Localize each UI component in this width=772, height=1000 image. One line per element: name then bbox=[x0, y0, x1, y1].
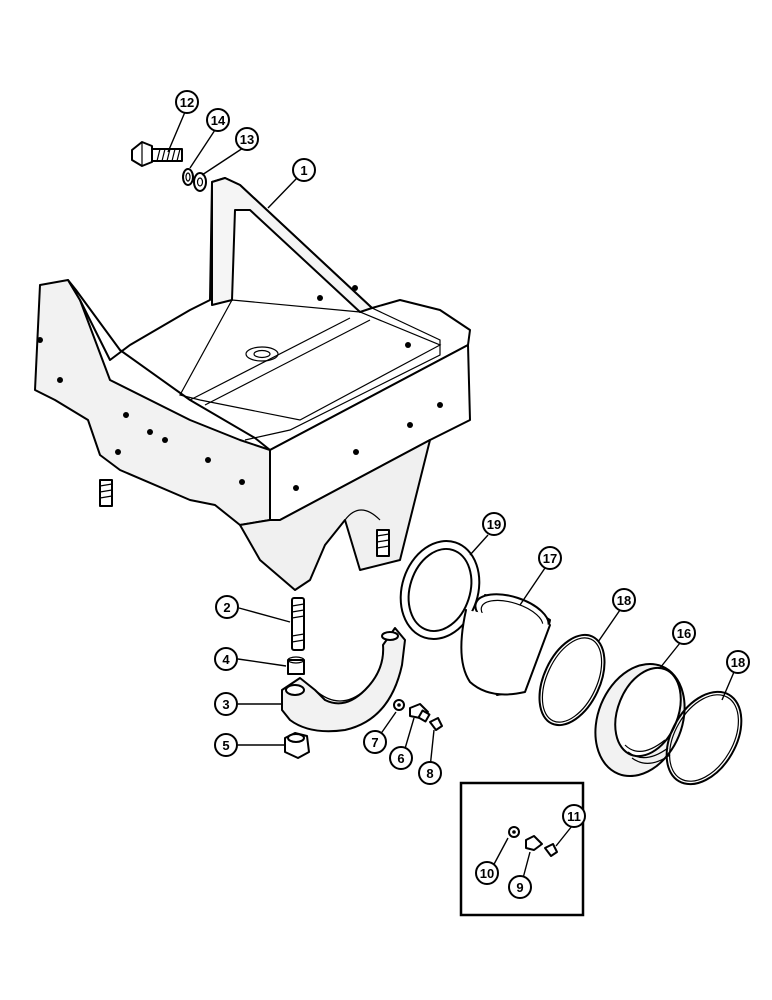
callout-18-second: 18 bbox=[726, 650, 750, 674]
callout-4: 4 bbox=[214, 647, 238, 671]
svg-text:12: 12 bbox=[180, 95, 194, 110]
callout-14: 14 bbox=[206, 108, 230, 132]
svg-text:10: 10 bbox=[480, 866, 494, 881]
bolt-assembly bbox=[131, 141, 207, 192]
svg-text:7: 7 bbox=[371, 735, 378, 750]
leader-lines bbox=[167, 111, 735, 883]
callout-9: 9 bbox=[508, 875, 532, 899]
housing-ring-part-16 bbox=[594, 662, 686, 778]
stud-part-2 bbox=[291, 597, 305, 651]
svg-text:14: 14 bbox=[211, 113, 226, 128]
svg-text:18: 18 bbox=[731, 655, 745, 670]
callout-6: 6 bbox=[389, 746, 413, 770]
svg-text:3: 3 bbox=[222, 697, 229, 712]
bushing-part-17 bbox=[460, 593, 551, 696]
svg-text:19: 19 bbox=[487, 517, 501, 532]
svg-text:1: 1 bbox=[300, 163, 307, 178]
o-ring-part-18-inner bbox=[538, 633, 606, 727]
callout-17: 17 bbox=[538, 546, 562, 570]
callout-10: 10 bbox=[475, 861, 499, 885]
callout-2: 2 bbox=[215, 595, 239, 619]
callout-1: 1 bbox=[292, 158, 316, 182]
seal-ring-part-19 bbox=[399, 540, 481, 640]
lock-washer-part-14 bbox=[182, 168, 194, 186]
nut-part-5 bbox=[284, 732, 310, 759]
bearing-cap-part-3 bbox=[281, 627, 406, 733]
svg-text:2: 2 bbox=[223, 600, 230, 615]
svg-text:13: 13 bbox=[240, 132, 254, 147]
svg-text:18: 18 bbox=[617, 593, 631, 608]
svg-text:9: 9 bbox=[516, 880, 523, 895]
callout-19: 19 bbox=[482, 512, 506, 536]
callout-3: 3 bbox=[214, 692, 238, 716]
svg-text:6: 6 bbox=[397, 751, 404, 766]
o-ring-part-18-outer bbox=[665, 690, 743, 786]
svg-text:8: 8 bbox=[426, 766, 433, 781]
svg-text:5: 5 bbox=[222, 738, 229, 753]
callout-11: 11 bbox=[562, 804, 586, 828]
callout-16: 16 bbox=[672, 621, 696, 645]
fitting-parts-7-6-8 bbox=[393, 699, 443, 731]
svg-text:11: 11 bbox=[567, 809, 581, 824]
callout-12: 12 bbox=[175, 90, 199, 114]
callout-8: 8 bbox=[418, 761, 442, 785]
support-housing-part-1 bbox=[34, 177, 471, 591]
callout-7: 7 bbox=[363, 730, 387, 754]
callout-13: 13 bbox=[235, 127, 259, 151]
callout-5: 5 bbox=[214, 733, 238, 757]
callout-18-first: 18 bbox=[612, 588, 636, 612]
svg-text:16: 16 bbox=[677, 626, 691, 641]
washer-part-13 bbox=[193, 172, 207, 192]
spacer-part-4 bbox=[287, 656, 305, 675]
svg-text:4: 4 bbox=[222, 652, 230, 667]
bolt-part-12 bbox=[131, 141, 183, 167]
svg-text:17: 17 bbox=[543, 551, 557, 566]
